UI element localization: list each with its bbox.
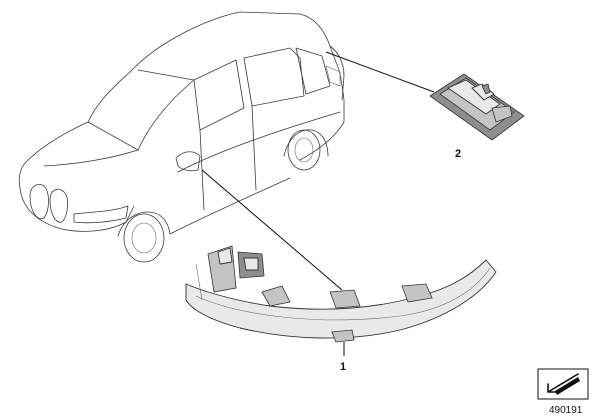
leader-line-part-1 — [201, 169, 343, 291]
part-1-mirror-turn-signal — [185, 245, 497, 343]
pointer-arrow-icon — [537, 368, 589, 400]
leader-lines — [201, 51, 435, 356]
leader-line-part-2 — [325, 51, 435, 93]
callout-part-1: 1 — [340, 361, 346, 373]
vehicle-illustration — [18, 11, 345, 263]
part-2-license-plate-light — [429, 73, 525, 141]
callout-part-2: 2 — [455, 148, 461, 160]
diagram-number: 490191 — [549, 405, 583, 416]
